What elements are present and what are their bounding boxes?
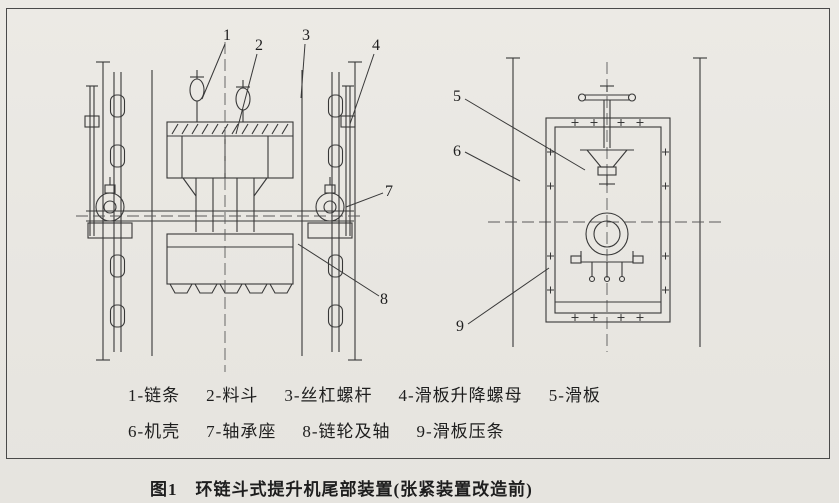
- legend-item-8: 8-链轮及轴: [302, 422, 391, 441]
- figure-frame: [6, 8, 830, 459]
- legend-item-3: 3-丝杠螺杆: [284, 386, 373, 405]
- legend-item-7: 7-轴承座: [206, 422, 277, 441]
- legend-item-1: 1-链条: [128, 386, 181, 405]
- figure-caption: 图1 环链斗式提升机尾部装置(张紧装置改造前): [150, 480, 533, 499]
- legend-item-4: 4-滑板升降螺母: [398, 386, 523, 405]
- legend-item-5: 5-滑板: [548, 386, 601, 405]
- legend-row-2: 6-机壳 7-轴承座 8-链轮及轴 9-滑板压条: [128, 417, 505, 442]
- legend-item-2: 2-料斗: [206, 386, 259, 405]
- legend-item-6: 6-机壳: [128, 422, 181, 441]
- legend-item-9: 9-滑板压条: [416, 422, 505, 441]
- legend-row-1: 1-链条 2-料斗 3-丝杠螺杆 4-滑板升降螺母 5-滑板: [128, 381, 601, 406]
